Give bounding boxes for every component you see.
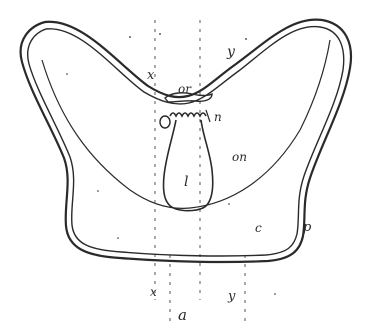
label-y-top: y <box>226 44 236 60</box>
organ-left-lobe <box>160 116 170 128</box>
figure-labels: x y or n on l c p x y a <box>147 44 312 324</box>
speckle <box>97 190 99 192</box>
speckle <box>245 38 247 40</box>
axis-lines <box>155 20 245 325</box>
central-organ-l <box>160 110 213 211</box>
organ-right-tab <box>206 110 210 122</box>
outer-shell-outline-outer <box>21 20 351 262</box>
label-on: on <box>232 150 247 164</box>
speckle <box>129 36 131 38</box>
label-x-bottom: x <box>150 285 157 299</box>
label-l: l <box>184 174 188 190</box>
label-c: c <box>255 221 262 235</box>
organ-body <box>164 120 213 211</box>
speckle <box>274 293 276 295</box>
label-p: p <box>303 220 312 235</box>
speckle <box>117 237 119 239</box>
organ-rim <box>170 113 206 116</box>
label-or: or <box>178 82 192 96</box>
speckle <box>66 73 68 75</box>
label-x-top: x <box>147 68 155 83</box>
label-y-bottom: y <box>227 289 236 304</box>
speckle <box>228 203 230 205</box>
label-n: n <box>214 110 222 124</box>
speckle <box>159 33 161 35</box>
outer-shell-outline-inner <box>28 27 344 256</box>
outer-shell <box>21 20 351 262</box>
label-a: a <box>178 306 187 324</box>
